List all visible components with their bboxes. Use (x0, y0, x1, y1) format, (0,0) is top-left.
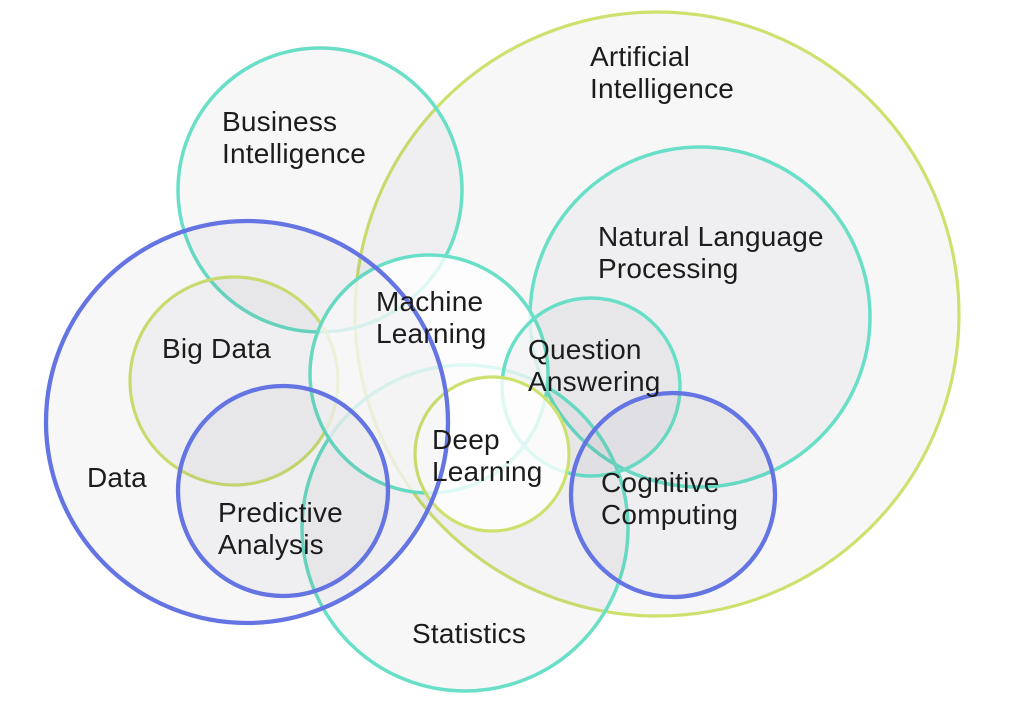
label-statistics: Statistics (412, 618, 527, 649)
circle-predictive-analysis (175, 383, 391, 599)
label-natural-language-processing: Natural Language Processing (598, 221, 824, 284)
label-predictive-analysis: Predictive Analysis (218, 497, 343, 560)
label-business-intelligence: Business Intelligence (222, 106, 367, 169)
label-big-data: Big Data (162, 333, 271, 364)
circle-cognitive-computing (568, 390, 778, 600)
circle-data (43, 218, 451, 626)
label-cognitive-computing: Cognitive Computing (601, 467, 739, 530)
label-question-answering: Question Answering (528, 334, 661, 397)
circle-deep-learning (413, 375, 571, 533)
label-deep-learning: Deep Learning (432, 424, 543, 487)
label-data: Data (87, 462, 147, 493)
label-artificial-intelligence: Artificial Intelligence (590, 41, 735, 104)
label-machine-learning: Machine Learning (376, 286, 487, 349)
